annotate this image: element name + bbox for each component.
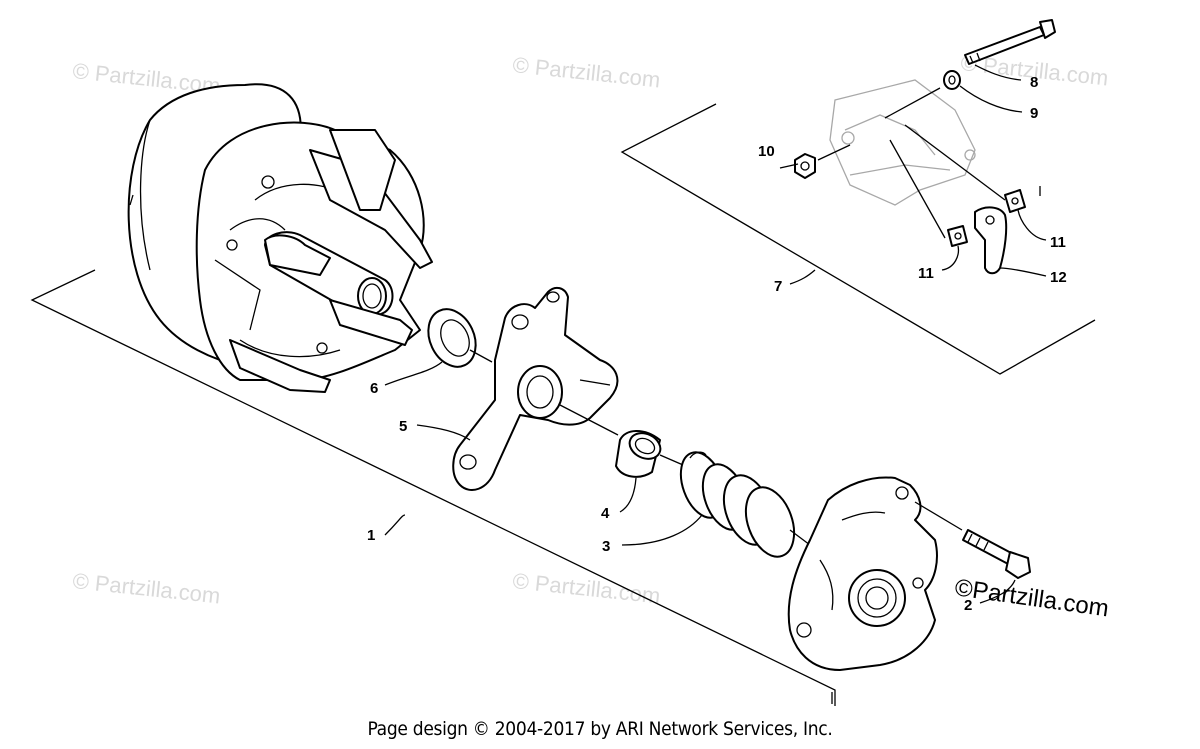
clutch-sheave <box>127 83 433 393</box>
callout-8[interactable]: 8 <box>1030 74 1038 91</box>
centerline <box>817 144 851 161</box>
callout-4[interactable]: 4 <box>601 505 610 522</box>
centerline <box>884 87 941 119</box>
watermark-main: ©Partzilla.com <box>953 574 1110 622</box>
callout-12[interactable]: 12 <box>1050 269 1067 286</box>
bolt-8 <box>964 19 1056 65</box>
spring-3 <box>679 451 796 558</box>
assembly-7-bracket <box>620 103 1096 375</box>
spider-5 <box>452 286 619 491</box>
watermark: © Partzilla.com <box>511 568 661 608</box>
shim-11b <box>947 225 968 247</box>
cover-bolt <box>962 529 1031 579</box>
callout-3[interactable]: 3 <box>602 538 610 555</box>
washer-6 <box>427 308 477 368</box>
weight-12 <box>974 206 1008 275</box>
callout-11[interactable]: 11 <box>918 265 934 282</box>
assembly-1-bracket <box>30 269 836 706</box>
centerline <box>469 349 493 363</box>
watermark: © Partzilla.com <box>511 52 661 92</box>
shim-11a <box>1004 189 1026 213</box>
cover-2 <box>787 476 938 671</box>
centerline <box>914 501 963 531</box>
washer-9 <box>943 70 961 90</box>
centerline <box>789 529 811 546</box>
callout-6[interactable]: 6 <box>370 380 378 397</box>
mount-bracket-ghost <box>829 79 976 206</box>
centerline <box>904 124 1006 201</box>
centerline <box>889 139 946 239</box>
callout-11[interactable]: 11 <box>1050 234 1066 251</box>
nut-10 <box>794 153 816 179</box>
centerline <box>559 404 619 436</box>
bushing-4 <box>615 430 662 478</box>
callout-9[interactable]: 9 <box>1030 105 1038 122</box>
watermark: © Partzilla.com <box>71 568 221 608</box>
callout-5[interactable]: 5 <box>399 418 407 435</box>
callout-1[interactable]: 1 <box>367 527 375 544</box>
footer-copyright: Page design © 2004-2017 by ARI Network S… <box>367 718 833 740</box>
callout-2[interactable]: 2 <box>964 597 972 614</box>
callout-7[interactable]: 7 <box>774 278 782 295</box>
callout-10[interactable]: 10 <box>758 143 775 160</box>
leader-lines <box>384 64 1047 604</box>
